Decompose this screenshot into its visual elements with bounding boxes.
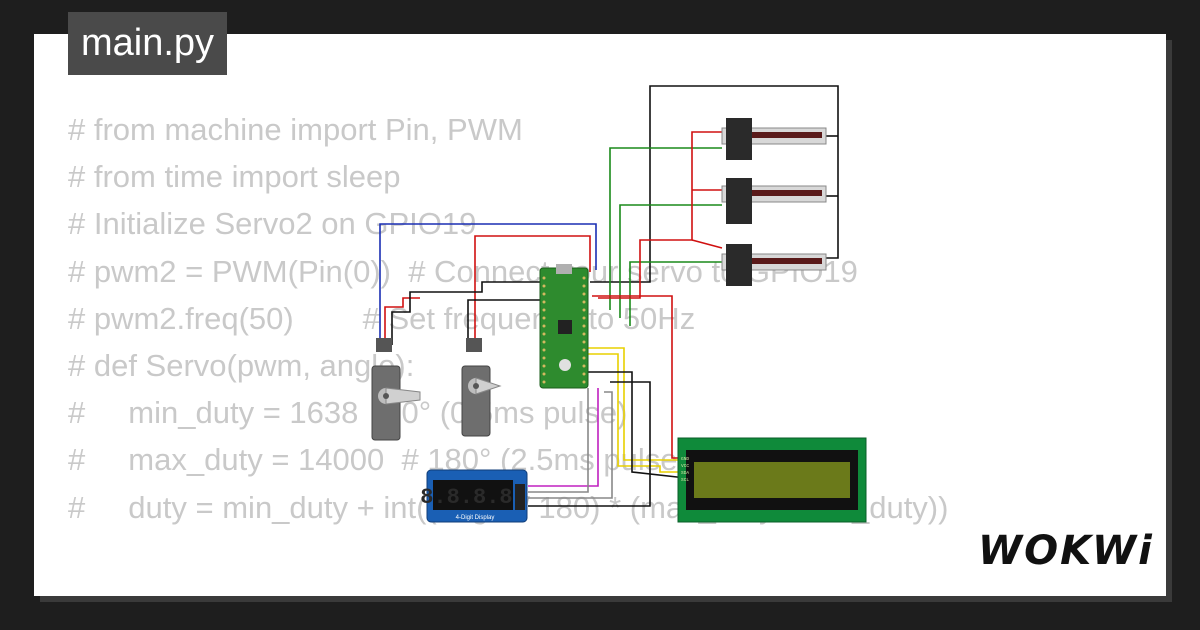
lcd-pin-label: GND: [681, 456, 689, 462]
code-line: # from time import sleep: [68, 159, 401, 195]
wire-red-servo-a: [384, 297, 420, 345]
slider-knob: [726, 118, 752, 160]
wire-gray-disp: [528, 388, 589, 493]
wire-green-pot1: [609, 147, 722, 310]
logo-text: WOKWi: [978, 528, 1154, 574]
file-tab[interactable]: main.py: [68, 12, 228, 75]
wire-red-pot3: [691, 239, 723, 249]
code-line: # from machine import Pin, PWM: [68, 112, 523, 147]
lcd-pin-label: SCL: [681, 477, 689, 483]
lcd-pin-label: SDA: [681, 470, 689, 476]
wire-green-pot3: [629, 261, 722, 326]
lcd-display[interactable]: GND VCC SDA SCL: [677, 437, 867, 523]
wire-gray-disp2: [528, 391, 613, 499]
display-label: 4-Digit Display: [456, 515, 495, 521]
seven-segment-display[interactable]: 8.8.8.8. 4-Digit Display: [420, 469, 528, 523]
code-editor: # from machine import Pin, PWM # from tim…: [68, 106, 948, 531]
code-card: # from machine import Pin, PWM # from tim…: [34, 34, 1166, 596]
slide-potentiometer-2[interactable]: [721, 178, 827, 224]
wire-black-top: [590, 85, 839, 283]
servo-connector: [466, 338, 482, 352]
wire-black-servo: [391, 281, 540, 345]
wire-green-pot2: [619, 204, 722, 318]
pico-board[interactable]: [539, 264, 589, 389]
usb-connector: [556, 264, 572, 274]
servo-horn: [385, 387, 421, 405]
wire-black-disp: [528, 381, 651, 507]
slider-knob: [726, 244, 752, 286]
slider-knob: [726, 178, 752, 224]
servo-motor-1[interactable]: [371, 338, 421, 441]
wire-red-pots: [598, 131, 722, 299]
servo-connector: [376, 338, 392, 352]
wire-yellow-lcd-2: [585, 353, 686, 473]
wire-red-servo-b: [474, 235, 591, 345]
wire-red-lcd: [592, 295, 686, 459]
rp2040-chip: [558, 320, 572, 334]
wire-blue-servo: [379, 223, 597, 345]
wire-magenta-disp: [528, 388, 599, 487]
wokwi-logo: WOKWi: [978, 528, 1154, 574]
wire-black-servo-b: [467, 299, 540, 345]
wire-black-lcd: [585, 371, 687, 479]
slide-potentiometer-3[interactable]: [721, 244, 827, 286]
raspberry-logo-icon: [559, 359, 571, 371]
slide-potentiometer-1[interactable]: [721, 118, 827, 160]
code-line: # min_duty = 1638 # 0° (0.5ms pulse): [68, 395, 628, 431]
servo-motor-2[interactable]: [461, 338, 502, 437]
code-line: # def Servo(pwm, angle):: [68, 348, 415, 384]
lcd-pin-label: VCC: [681, 463, 689, 469]
segment-digits: 8.8.8.8.: [420, 485, 526, 510]
code-line: # Initialize Servo2 on GPIO19: [68, 206, 477, 242]
wire-yellow-lcd-1: [585, 347, 686, 467]
